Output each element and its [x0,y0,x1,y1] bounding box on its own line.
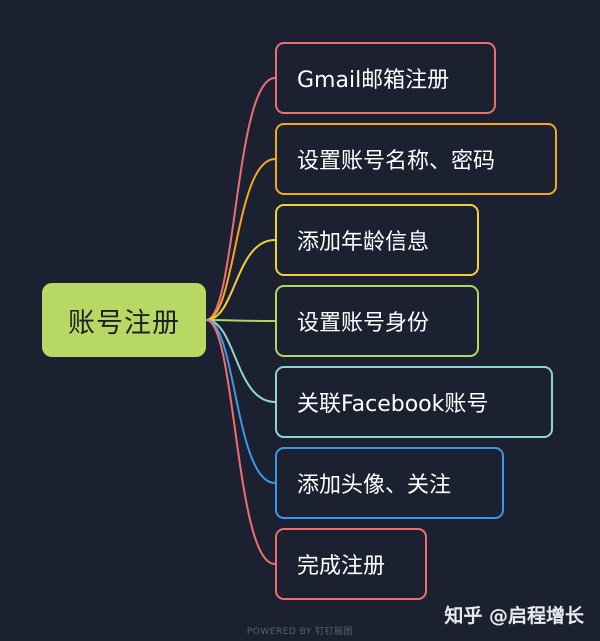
connector-line [205,319,276,322]
branch-label: 添加年龄信息 [297,230,430,255]
root-node[interactable]: 账号注册 [42,283,206,357]
branch-label: 设置账号身份 [297,311,430,336]
powered-by-footer: POWERED BY 钉钉脑图 [246,627,354,637]
branch-label: 设置账号名称、密码 [297,149,496,174]
connector-line [205,77,276,321]
branch-node-add-age[interactable]: 添加年龄信息 [275,204,479,276]
branch-node-avatar-follow[interactable]: 添加头像、关注 [275,447,504,519]
branch-label: 完成注册 [297,554,386,579]
connector-line [205,158,276,321]
connector-line [205,319,276,484]
branch-node-set-identity[interactable]: 设置账号身份 [275,285,479,357]
branch-label: 添加头像、关注 [297,473,452,498]
branch-node-set-name-password[interactable]: 设置账号名称、密码 [275,123,557,195]
branch-node-link-facebook[interactable]: 关联Facebook账号 [275,366,553,438]
branch-node-complete[interactable]: 完成注册 [275,528,427,600]
branch-node-gmail-signup[interactable]: Gmail邮箱注册 [275,42,496,114]
root-node-label: 账号注册 [68,307,180,339]
connector-line [205,319,276,565]
connector-line [205,239,276,321]
branch-label: 关联Facebook账号 [297,392,489,417]
branch-label: Gmail邮箱注册 [297,68,450,93]
zhihu-watermark: 知乎 @启程增长 [444,605,584,627]
connector-line [205,319,276,403]
